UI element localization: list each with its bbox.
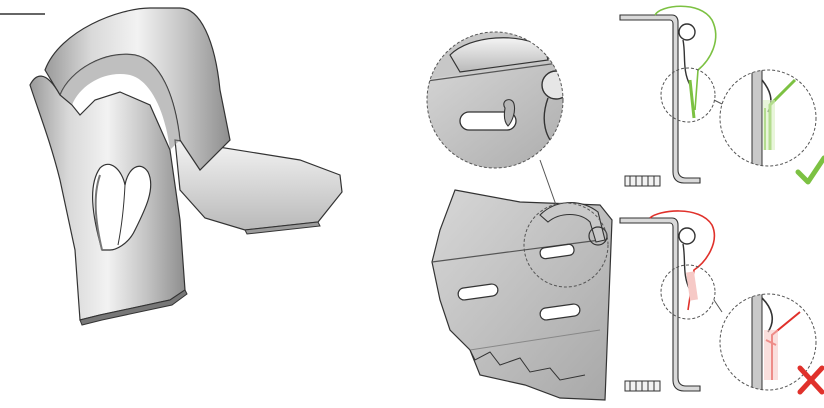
clip-on-panel-detail xyxy=(426,31,613,401)
profile-correct xyxy=(619,14,701,184)
magnified-view xyxy=(426,31,564,169)
slot-1 xyxy=(457,283,499,301)
section-incorrect xyxy=(619,210,824,395)
mounting-sheet xyxy=(431,189,613,401)
clip-incorrect xyxy=(649,210,716,311)
check-icon xyxy=(795,155,824,185)
profile-incorrect xyxy=(619,217,701,392)
slot-3 xyxy=(539,243,575,260)
anchor-incorrect xyxy=(624,380,661,392)
magnified-correct xyxy=(719,69,817,167)
clip-correct xyxy=(654,5,717,111)
clip-isometric xyxy=(0,7,343,326)
detail-callout-circle xyxy=(523,202,609,288)
anchor-correct xyxy=(624,175,661,187)
section-correct xyxy=(619,5,824,187)
magnified-incorrect xyxy=(719,293,817,391)
cross-icon xyxy=(797,365,824,395)
slot-2 xyxy=(539,303,581,321)
clip-keyhole-cutout xyxy=(92,163,152,251)
